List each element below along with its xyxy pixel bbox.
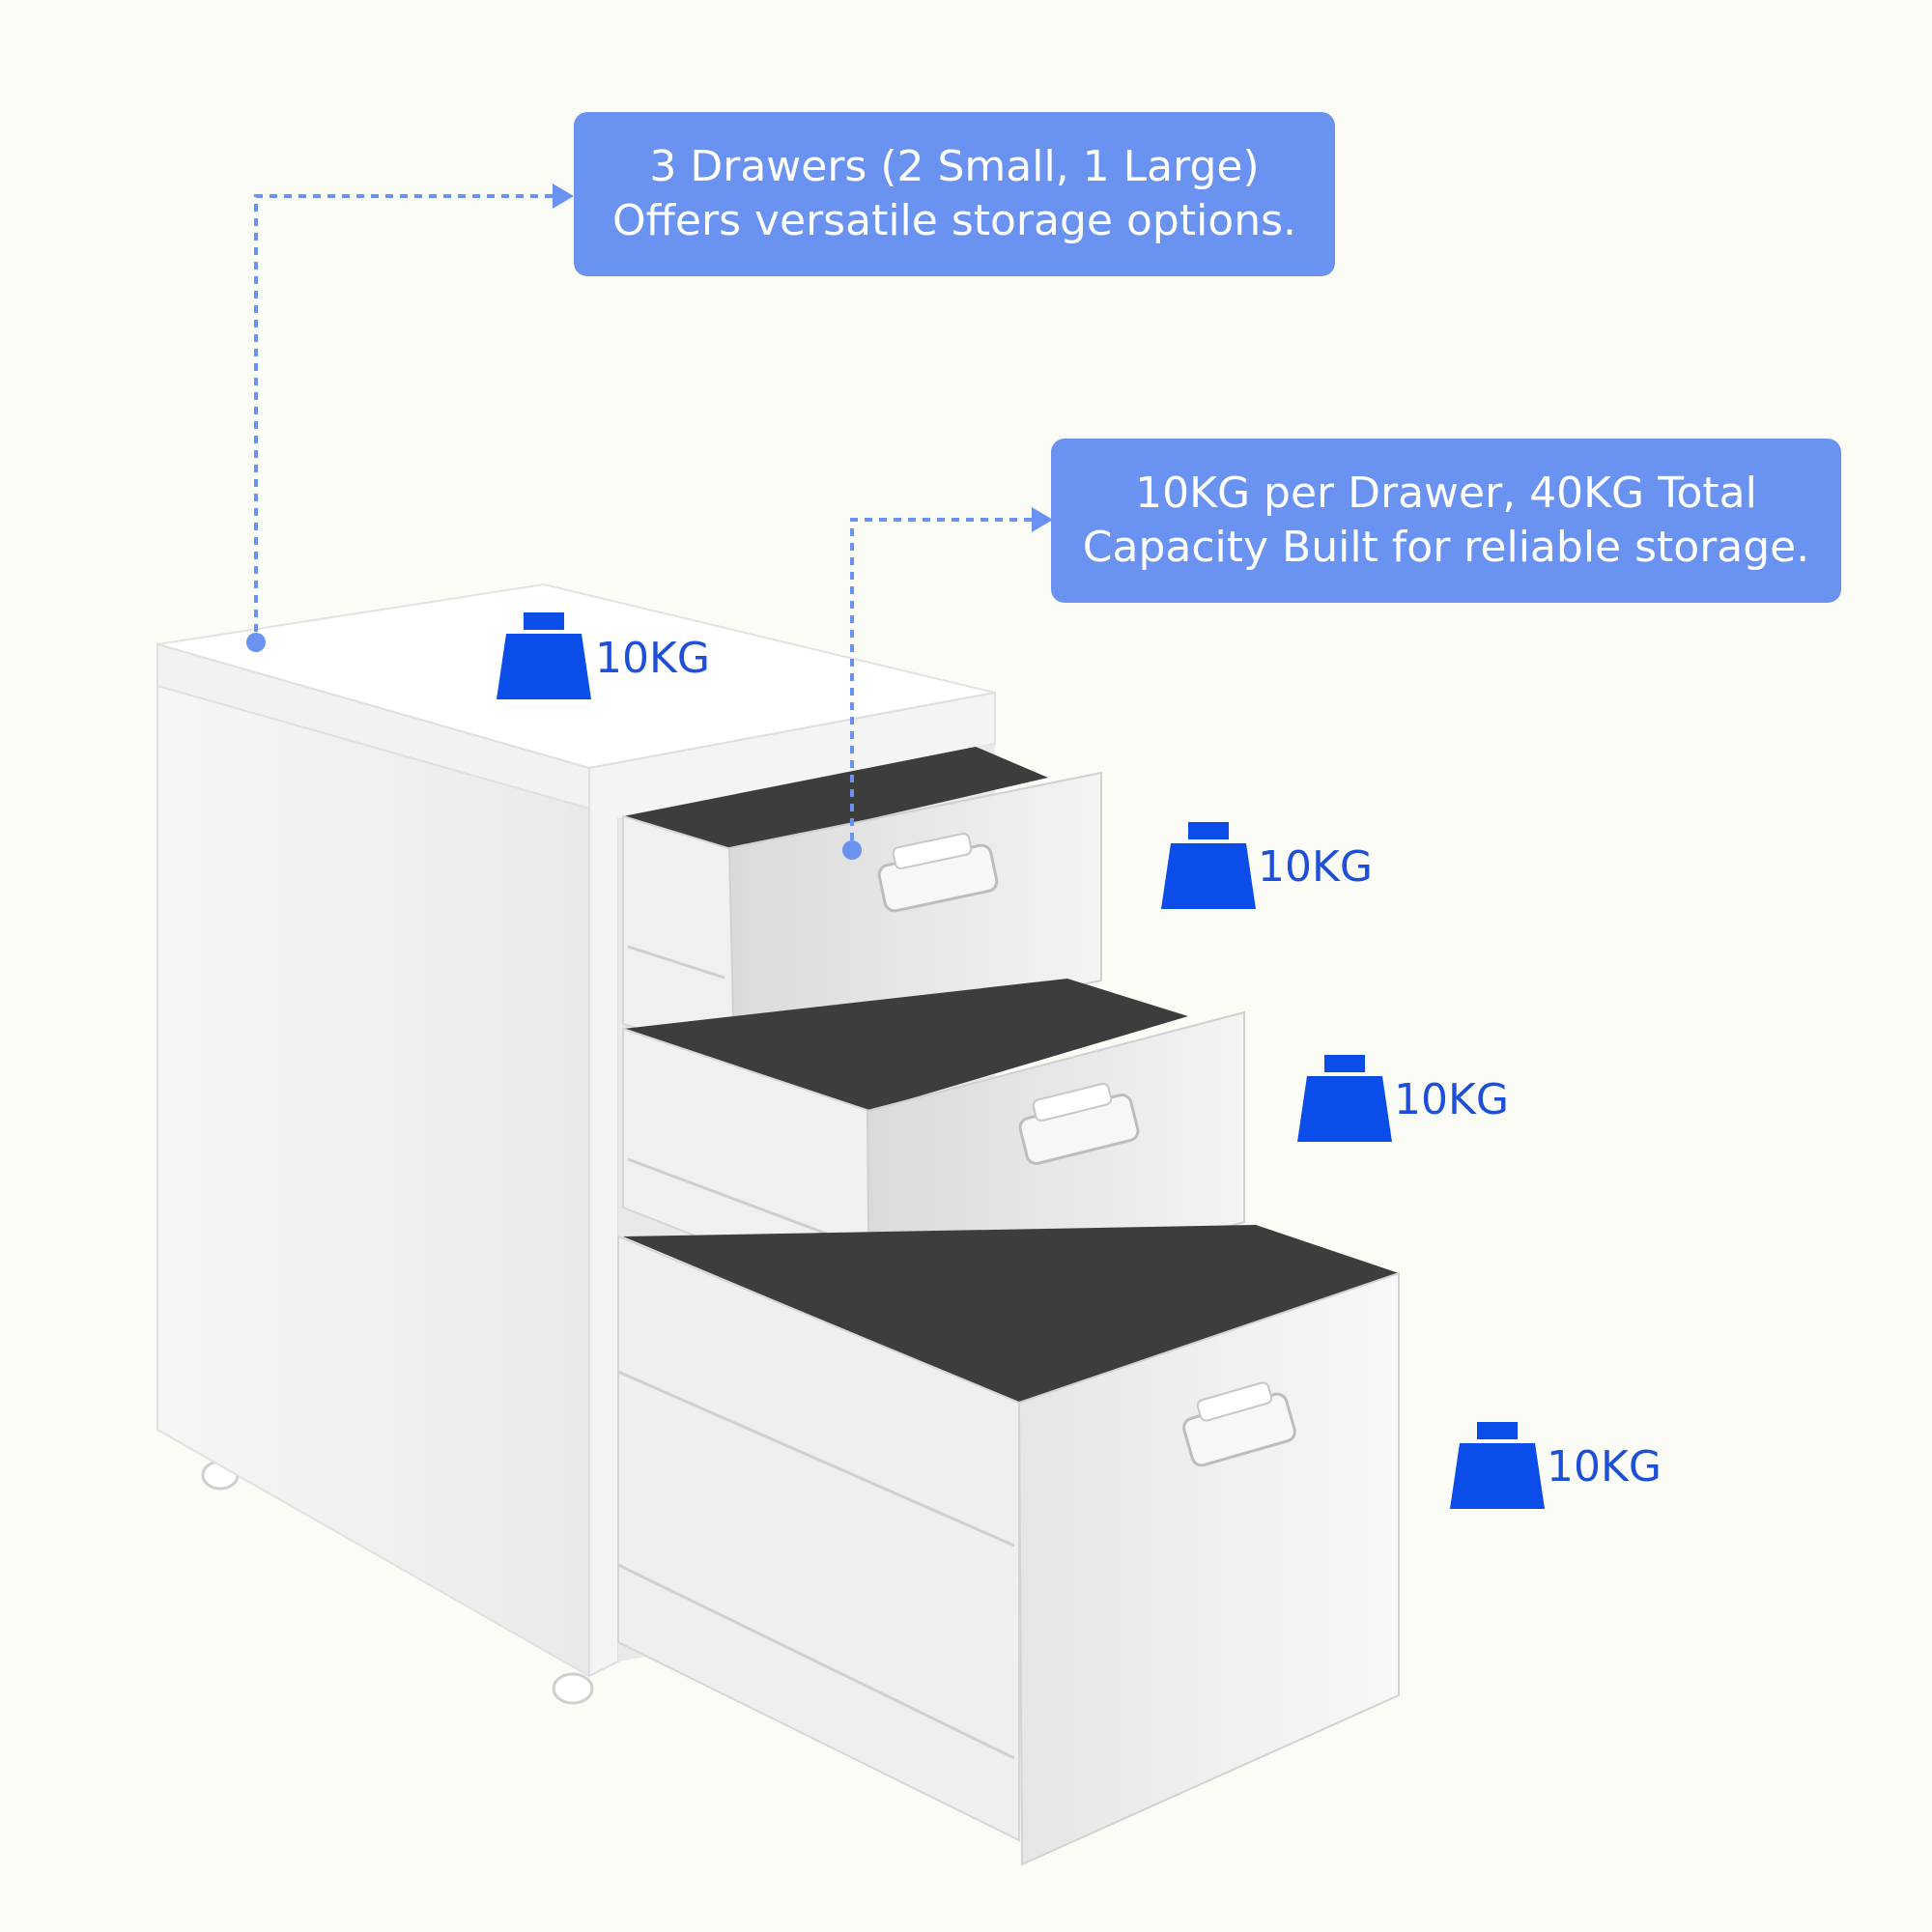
weight-icon-drawer-3: [1450, 1422, 1545, 1509]
callout-capacity-line2: Capacity Built for reliable storage.: [1082, 523, 1810, 572]
drawer-2-slide-rail: [627, 1157, 861, 1248]
callout-pointer-drawers: [553, 184, 574, 209]
drawer-3-slide-rail-lower: [617, 1563, 1015, 1760]
weight-label-drawer-1: 10KG: [1258, 842, 1373, 892]
drawer-2-handle: [1018, 1082, 1140, 1165]
drawer-1-slide-rail: [627, 945, 725, 980]
weight-label-drawer-3: 10KG: [1547, 1442, 1662, 1492]
drawer-1-interior: [623, 747, 1048, 850]
drawer-3-interior: [623, 1225, 1399, 1403]
callout-capacity-line1: 10KG per Drawer, 40KG Total: [1135, 469, 1757, 518]
drawer-bottom-large: [617, 1225, 1400, 1866]
leader-dot-capacity: [842, 840, 862, 860]
drawer-1-handle: [877, 833, 999, 913]
callout-pointer-capacity: [1032, 507, 1053, 532]
drawer-3-slide-rail-upper: [617, 1370, 1015, 1548]
leader-dot-drawers: [246, 633, 266, 652]
drawer-2-interior: [623, 979, 1188, 1111]
drawer-3-side: [617, 1235, 1020, 1842]
weight-label-top: 10KG: [595, 634, 710, 683]
callout-leader-lines: [246, 184, 1053, 860]
callout-capacity: 10KG per Drawer, 40KG Total Capacity Bui…: [1051, 439, 1841, 603]
weight-label-drawer-2: 10KG: [1394, 1075, 1509, 1124]
callout-drawers-line2: Offers versatile storage options.: [611, 196, 1297, 245]
weight-icon-drawer-1: [1161, 822, 1256, 909]
weight-icon-top: [497, 612, 591, 699]
cabinet-side-panel: [156, 684, 590, 1678]
weight-icon-drawer-2: [1297, 1055, 1392, 1142]
drawer-3-handle: [1182, 1381, 1296, 1467]
caster-front-left: [552, 1672, 594, 1705]
leader-line-drawers: [254, 194, 553, 642]
callout-drawers: 3 Drawers (2 Small, 1 Large) Offers vers…: [574, 112, 1335, 276]
drawer-3-face: [1017, 1271, 1400, 1866]
leader-line-capacity: [850, 518, 1032, 850]
callout-drawers-line1: 3 Drawers (2 Small, 1 Large): [649, 142, 1260, 191]
